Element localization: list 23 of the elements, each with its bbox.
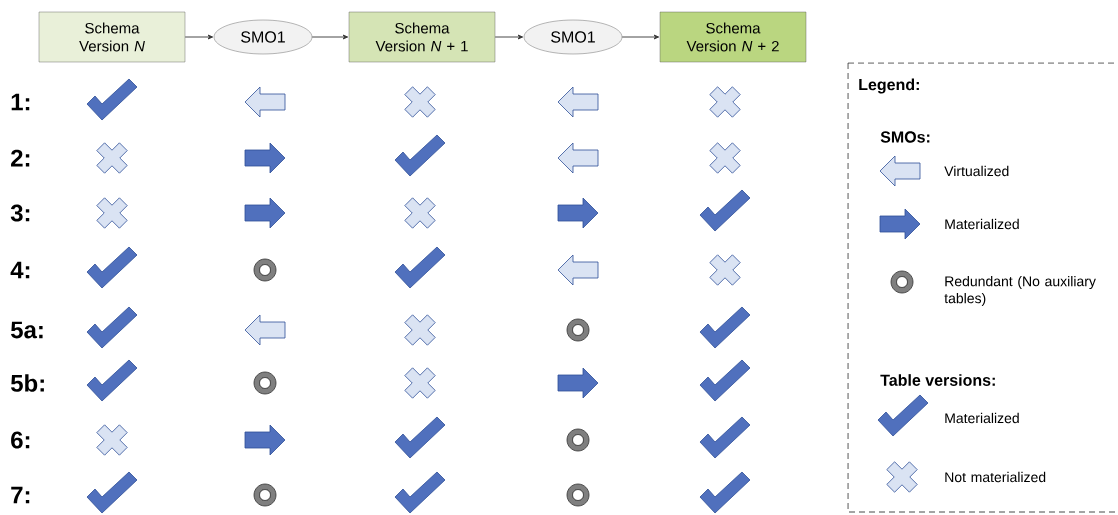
legend-text: Materialized bbox=[945, 412, 1019, 424]
legend-text: Not materialized bbox=[945, 471, 1046, 483]
schema-box: Schema Version N bbox=[38, 11, 186, 63]
legend-heading: Table versions: bbox=[880, 374, 995, 386]
arrow bbox=[184, 34, 214, 40]
row-label: 7: bbox=[11, 486, 30, 504]
row-label: 1: bbox=[11, 93, 30, 111]
legend-text: Materialized bbox=[945, 218, 1019, 230]
legend-text: Virtualized bbox=[944, 165, 1009, 177]
legend-heading: SMOs: bbox=[880, 131, 930, 143]
schema-box: Schema Version N + 1 bbox=[348, 11, 496, 63]
arrow bbox=[621, 34, 660, 40]
row-label: 5b: bbox=[10, 374, 44, 392]
arrow bbox=[494, 34, 524, 40]
row-label: 2: bbox=[11, 149, 30, 167]
legend-text: Redundant (No auxiliary tables) bbox=[944, 276, 1096, 307]
row-label: 3: bbox=[10, 204, 30, 222]
arrow bbox=[311, 34, 349, 40]
row-label: 6: bbox=[11, 431, 30, 449]
schema-box: Schema Version N + 2 bbox=[659, 11, 807, 63]
legend-heading: Legend: bbox=[859, 78, 919, 94]
row-label: 4: bbox=[10, 261, 30, 279]
row-label: 5a: bbox=[10, 321, 43, 339]
